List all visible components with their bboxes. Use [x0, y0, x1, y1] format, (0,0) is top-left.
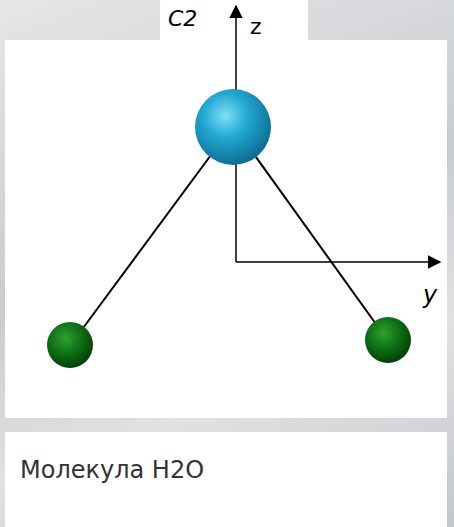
bond-line	[72, 132, 228, 343]
label-panel	[160, 0, 308, 42]
figure-panel	[5, 40, 447, 418]
axis-label: C2	[168, 8, 197, 30]
hydrogen-atom	[365, 317, 411, 363]
caption-panel	[5, 432, 447, 527]
hydrogen-atom	[47, 322, 93, 368]
axis-label: y	[423, 283, 437, 307]
bond-line	[238, 132, 386, 338]
caption: Молекула H2O	[20, 456, 204, 485]
axis-label: z	[250, 16, 262, 38]
y-axis	[236, 261, 440, 263]
oxygen-atom	[195, 89, 271, 165]
